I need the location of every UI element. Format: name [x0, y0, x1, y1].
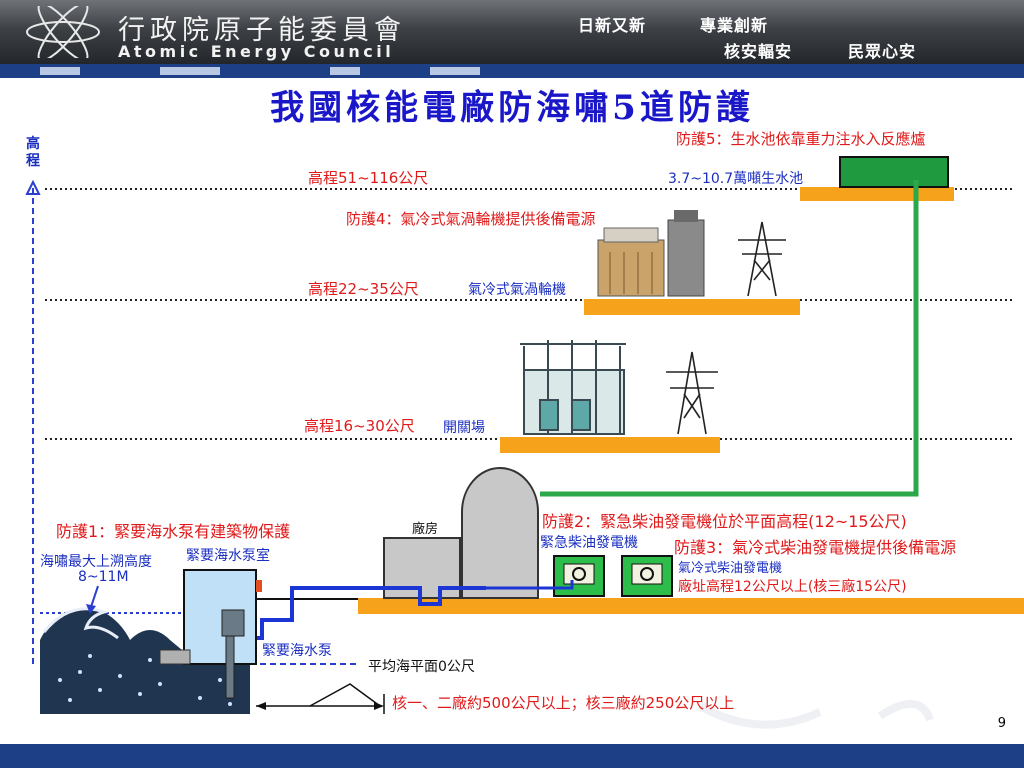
sea-wave: [40, 608, 250, 714]
protection-5-label: 防護5：生水池依靠重力注水入反應爐: [676, 130, 926, 148]
header-stripe: [0, 64, 1024, 78]
org-name-en: Atomic Energy Council: [118, 42, 395, 61]
axis-label-char-1: 高: [26, 136, 40, 152]
pump-room-label: 緊要海水泵室: [186, 548, 270, 564]
slide-title: 我國核能電廠防海嘯5道防護: [270, 88, 754, 128]
pump-label: 緊要海水泵: [262, 643, 332, 659]
gravity-water-pipe: [540, 180, 919, 497]
header-banner: 行政院原子能委員會 Atomic Energy Council 日新又新 專業創…: [0, 0, 1024, 64]
reactor-containment: [461, 467, 539, 599]
tsunami-arrow-head: [86, 604, 96, 614]
air-cooled-diesel-generator-icon: [621, 555, 673, 597]
water-pool-label: 3.7~10.7萬噸生水池: [668, 171, 804, 187]
elevation-axis-label: 高 程: [26, 136, 40, 170]
seawater-pump-icon: [221, 609, 245, 637]
watermark-arc: [698, 702, 822, 729]
slogan-3: 核安輻安: [724, 42, 793, 61]
water-pool-platform: [800, 187, 954, 201]
sea-level-label: 平均海平面0公尺: [368, 659, 475, 675]
slogan-2: 專業創新: [700, 16, 769, 35]
slogan-4: 民眾心安: [848, 42, 917, 61]
page-number: 9: [997, 716, 1006, 731]
emergency-diesel-generator-icon: [553, 555, 605, 597]
switchyard-label: 開關場: [443, 420, 485, 436]
pump-room-door: [256, 580, 262, 592]
atom-icon: [26, 6, 100, 58]
gas-turbine-icon: [597, 210, 705, 297]
tsunami-height-value: 8~11M: [78, 569, 129, 585]
pump-base: [159, 649, 191, 665]
footer-bar: [0, 744, 1024, 768]
protection-2-label: 防護2：緊急柴油發電機位於平面高程(12~15公尺): [542, 512, 907, 531]
pump-shaft: [225, 635, 235, 699]
axis-label-char-2: 程: [26, 153, 40, 169]
distance-hill: [309, 683, 381, 707]
seawater-pipe-branch: [486, 580, 574, 590]
transmission-tower-icon: [738, 221, 786, 297]
switchyard-platform: [500, 437, 720, 453]
watermark-arc-2: [877, 699, 934, 722]
elevation-16-30-label: 高程16~30公尺: [304, 417, 415, 435]
edg-label: 緊急柴油發電機: [540, 535, 638, 551]
plant-platform: [358, 598, 1024, 614]
plant-label: 廠房: [412, 522, 439, 537]
tsunami-height-label: 海嘯最大上溯高度: [40, 554, 152, 570]
switchyard-icon: [520, 340, 626, 435]
water-pool: [839, 156, 949, 188]
pump-room: [183, 569, 257, 665]
protection-3-label: 防護3：氣冷式柴油發電機提供後備電源: [674, 538, 957, 557]
elevation-22-35-label: 高程22~35公尺: [308, 280, 419, 298]
elevation-axis-arrow: [25, 179, 41, 195]
elevation-51-116-label: 高程51~116公尺: [308, 169, 429, 187]
distance-label: 核一、二廠約500公尺以上；核三廠約250公尺以上: [392, 694, 735, 712]
site-elevation-label: 廠址高程12公尺以上(核三廠15公尺): [678, 579, 907, 595]
distance-arrow-left: [256, 702, 266, 710]
seawater-pipe: [238, 586, 486, 640]
air-edg-label: 氣冷式柴油發電機: [678, 561, 783, 576]
gas-turbine-platform: [584, 299, 800, 315]
protection-1-label: 防護1：緊要海水泵有建築物保護: [56, 522, 291, 541]
wave-crest: [42, 607, 119, 640]
org-name-zh: 行政院原子能委員會: [118, 15, 406, 46]
protection-4-label: 防護4：氣冷式氣渦輪機提供後備電源: [346, 210, 596, 228]
gas-turbine-label: 氣冷式氣渦輪機: [468, 282, 566, 298]
sea-foam: [58, 654, 232, 706]
slogan-1: 日新又新: [578, 16, 647, 35]
transmission-tower-icon-2: [666, 351, 718, 435]
